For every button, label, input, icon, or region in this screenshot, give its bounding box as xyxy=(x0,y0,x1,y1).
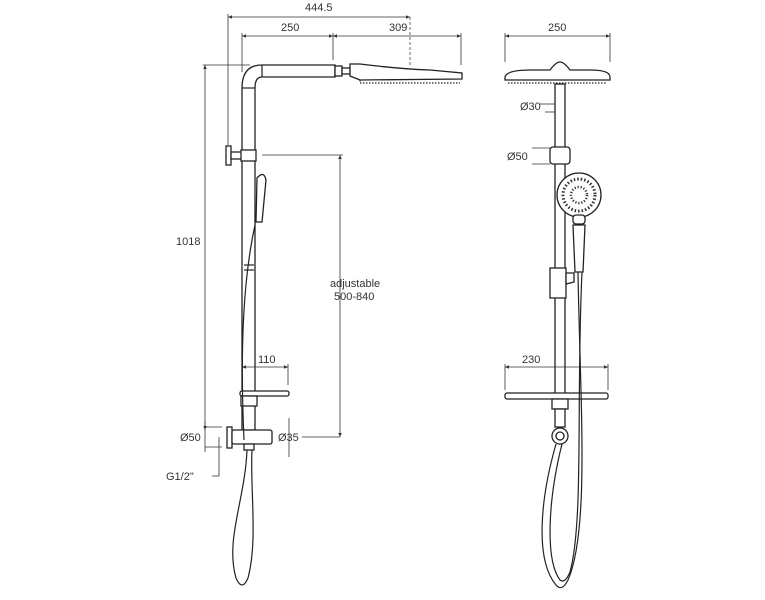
hose-front-inner xyxy=(549,271,583,582)
swivel-joint xyxy=(341,67,351,75)
arm-connector xyxy=(334,65,343,77)
dim-arm: 250 xyxy=(281,22,299,34)
shelf xyxy=(239,390,290,397)
dim-outlet-dia: Ø50 xyxy=(180,432,201,444)
hose xyxy=(232,449,254,586)
spray-selector xyxy=(572,214,586,225)
outlet-plate xyxy=(226,426,233,449)
wall-bracket-front xyxy=(549,146,571,165)
dim-total-reach: 444.5 xyxy=(305,2,333,14)
rain-shower-head-front xyxy=(504,61,611,81)
adjustable-range: 500-840 xyxy=(334,291,374,303)
dim-head: 309 xyxy=(389,22,407,34)
shelf-clamp-front xyxy=(551,398,569,410)
riser-pipe-front xyxy=(554,83,566,401)
hose-connector xyxy=(243,443,255,451)
slider xyxy=(549,267,567,299)
spray-nozzles-inner xyxy=(569,185,589,205)
hand-shower-side xyxy=(255,173,267,223)
lower-pipe-front xyxy=(554,408,566,428)
thread-size: G1/2" xyxy=(166,471,194,483)
pipe-clamp xyxy=(240,149,257,162)
hose-front xyxy=(541,271,583,589)
shelf-clamp xyxy=(240,395,258,407)
adjustable-label: adjustable xyxy=(330,278,380,290)
wall-bracket-plate xyxy=(225,145,232,166)
shelf-front xyxy=(504,392,609,400)
leader-line xyxy=(212,437,220,477)
outlet-inner xyxy=(555,431,565,441)
hand-shower-handle xyxy=(572,224,586,273)
dim-arm-dia: Ø30 xyxy=(520,101,541,113)
dim-bracket-dia: Ø50 xyxy=(507,151,528,163)
dim-height: 1018 xyxy=(176,236,200,248)
rain-shower-head xyxy=(349,63,463,81)
spray-nozzles xyxy=(561,177,597,213)
riser-pipe-with-arm xyxy=(241,64,336,431)
side-view: 444.5 250 309 1018 adjustable 500-840 11… xyxy=(166,2,463,586)
dim-pipe-dia: Ø35 xyxy=(278,432,299,444)
diverter-body xyxy=(231,429,273,445)
dim-shelf-front: 230 xyxy=(522,354,540,366)
dim-shelf: 110 xyxy=(258,354,276,366)
nozzles xyxy=(359,80,460,84)
dim-head-front: 250 xyxy=(548,22,566,34)
slider-holder xyxy=(565,272,575,285)
front-view: 250 Ø30 Ø50 230 xyxy=(504,22,611,589)
hose-upper xyxy=(241,224,256,441)
